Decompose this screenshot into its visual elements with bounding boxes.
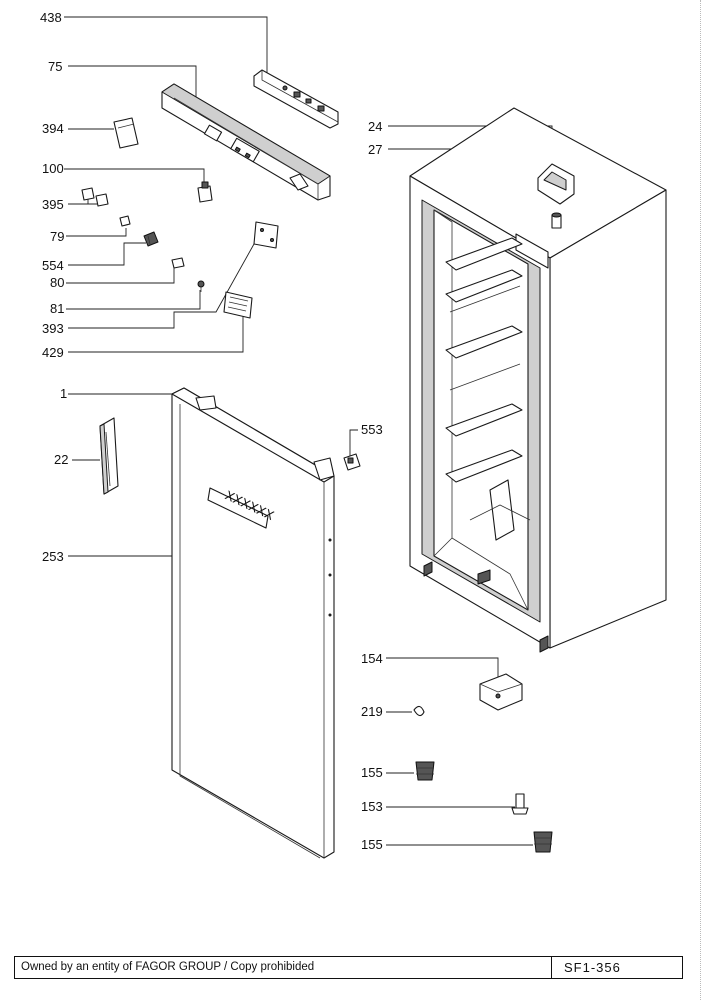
ownership-notice: Owned by an entity of FAGOR GROUP / Copy… <box>15 957 552 978</box>
label-153: 153 <box>361 799 383 814</box>
title-block: Owned by an entity of FAGOR GROUP / Copy… <box>14 956 683 979</box>
part-100-switch <box>197 181 213 203</box>
label-27: 27 <box>368 142 382 157</box>
label-24: 24 <box>368 119 382 134</box>
part-154-bottom-hinge <box>479 673 523 711</box>
label-154: 154 <box>361 651 383 666</box>
part-1-door: XXXXXX <box>171 387 335 859</box>
part-394-cover <box>113 117 139 149</box>
label-22: 22 <box>54 452 68 467</box>
drawing-reference: SF1-356 <box>564 960 621 975</box>
label-79: 79 <box>50 229 64 244</box>
page-edge-rule <box>700 0 701 1000</box>
cabinet-shelves <box>445 237 523 483</box>
part-155-upper-foot <box>415 761 435 781</box>
part-153-pin <box>511 793 529 815</box>
part-553-hinge <box>343 453 361 471</box>
label-155-upper: 155 <box>361 765 383 780</box>
label-429: 429 <box>42 345 64 360</box>
label-155-lower: 155 <box>361 837 383 852</box>
label-75: 75 <box>48 59 62 74</box>
part-80-clip <box>171 257 185 269</box>
label-553: 553 <box>361 422 383 437</box>
part-22-door-handle <box>99 417 119 495</box>
label-554: 554 <box>42 258 64 273</box>
label-438: 438 <box>40 10 62 25</box>
part-155-lower-foot <box>533 831 553 853</box>
label-253: 253 <box>42 549 64 564</box>
part-79-clip <box>119 215 131 227</box>
part-75-control-panel <box>161 83 331 201</box>
part-219-clip <box>413 705 425 717</box>
part-labels: 438 75 394 100 395 79 554 80 81 393 429 … <box>40 10 383 852</box>
label-81: 81 <box>50 301 64 316</box>
part-395-clips <box>81 187 109 207</box>
label-219: 219 <box>361 704 383 719</box>
label-393: 393 <box>42 321 64 336</box>
part-393-plate <box>253 221 279 249</box>
part-24-top-hinge <box>537 163 575 205</box>
label-80: 80 <box>50 275 64 290</box>
label-395: 395 <box>42 197 64 212</box>
part-438-control-rail <box>253 69 339 129</box>
label-100: 100 <box>42 161 64 176</box>
label-394: 394 <box>42 121 64 136</box>
part-27-pin <box>551 212 562 229</box>
part-81-screw <box>197 280 205 292</box>
part-554-block <box>143 231 159 247</box>
cabinet-body <box>409 107 667 653</box>
part-429-grid <box>223 291 253 319</box>
label-1: 1 <box>60 386 67 401</box>
